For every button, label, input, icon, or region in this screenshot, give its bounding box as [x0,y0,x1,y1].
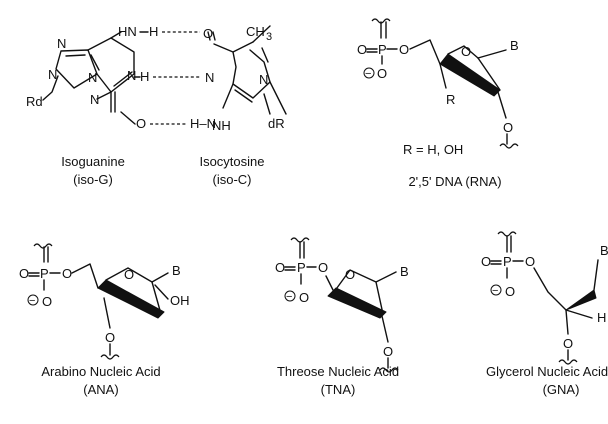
atom-label: N [90,92,99,107]
atom-label: O [124,267,134,282]
atom-label: O [318,260,328,275]
atom-label: O [105,330,115,345]
atom-label: O [377,66,387,81]
atom-label: N [205,70,214,85]
atom-label: H [140,69,149,84]
atom-label: H [597,310,606,325]
isocytosine-abbr: (iso-C) [213,172,252,187]
atom-label: P [297,260,306,275]
atom-label: O [461,44,471,59]
atom-label: O [203,26,213,41]
ana-structure: O P O − O O B OH O [19,243,190,360]
atom-label: O [563,336,573,351]
rna-r-definition: R = H, OH [403,142,463,157]
atom-label: O [19,266,29,281]
atom-label: N [48,67,57,82]
atom-label: O [503,120,513,135]
atom-label: B [600,243,608,258]
gna-name: Glycerol Nucleic Acid [486,364,608,379]
atom-label: B [400,264,409,279]
ana-name: Arabino Nucleic Acid [41,364,160,379]
atom-label: 3 [266,31,272,43]
tna-abbr: (TNA) [321,382,356,397]
atom-label: O [525,254,535,269]
atom-label: B [172,263,181,278]
atom-label: O [357,42,367,57]
isoguanine-structure: N N N N N H HN H O Rd [26,24,158,131]
atom-label: O [136,116,146,131]
atom-label: P [503,254,512,269]
atom-label: H–N [190,116,216,131]
atom-label: O [505,284,515,299]
isocytosine-name: Isocytosine [199,154,264,169]
atom-label: HN [118,24,137,39]
isoguanine-name: Isoguanine [61,154,125,169]
atom-label: N [127,68,136,83]
rna-name: 2',5' DNA (RNA) [408,174,501,189]
atom-label: Rd [26,94,43,109]
atom-label: N [88,70,97,85]
atom-label: CH [246,24,265,39]
atom-label: O [345,267,355,282]
atom-label: H [149,24,158,39]
atom-label: O [62,266,72,281]
ana-abbr: (ANA) [83,382,118,397]
isoguanine-abbr: (iso-G) [73,172,113,187]
atom-label: − [286,291,292,303]
atom-label: N [259,72,268,87]
atom-label: O [481,254,491,269]
atom-label: − [29,295,35,307]
atom-label: P [40,266,49,281]
atom-label: O [299,290,309,305]
tna-name: Threose Nucleic Acid [277,364,399,379]
atom-label: − [492,285,498,297]
atom-label: O [399,42,409,57]
atom-label: B [510,38,519,53]
gna-abbr: (GNA) [543,382,580,397]
gna-structure: O P O − O B H O [481,231,608,365]
rna-2-5-structure: O P O − O O B R O [357,18,519,149]
atom-label: O [42,294,52,309]
atom-label: NH [212,118,231,133]
tna-structure: O P O − O O B O [275,237,409,373]
atom-label: − [365,68,371,80]
atom-label: P [378,42,387,57]
isocytosine-structure: O N N CH 3 H–N NH dR [190,24,287,133]
atom-label: OH [170,293,190,308]
atom-label: N [57,36,66,51]
hydrogen-bonds [150,31,200,125]
atom-label: O [383,344,393,359]
atom-label: R [446,92,455,107]
atom-label: O [275,260,285,275]
atom-label: dR [268,116,285,131]
